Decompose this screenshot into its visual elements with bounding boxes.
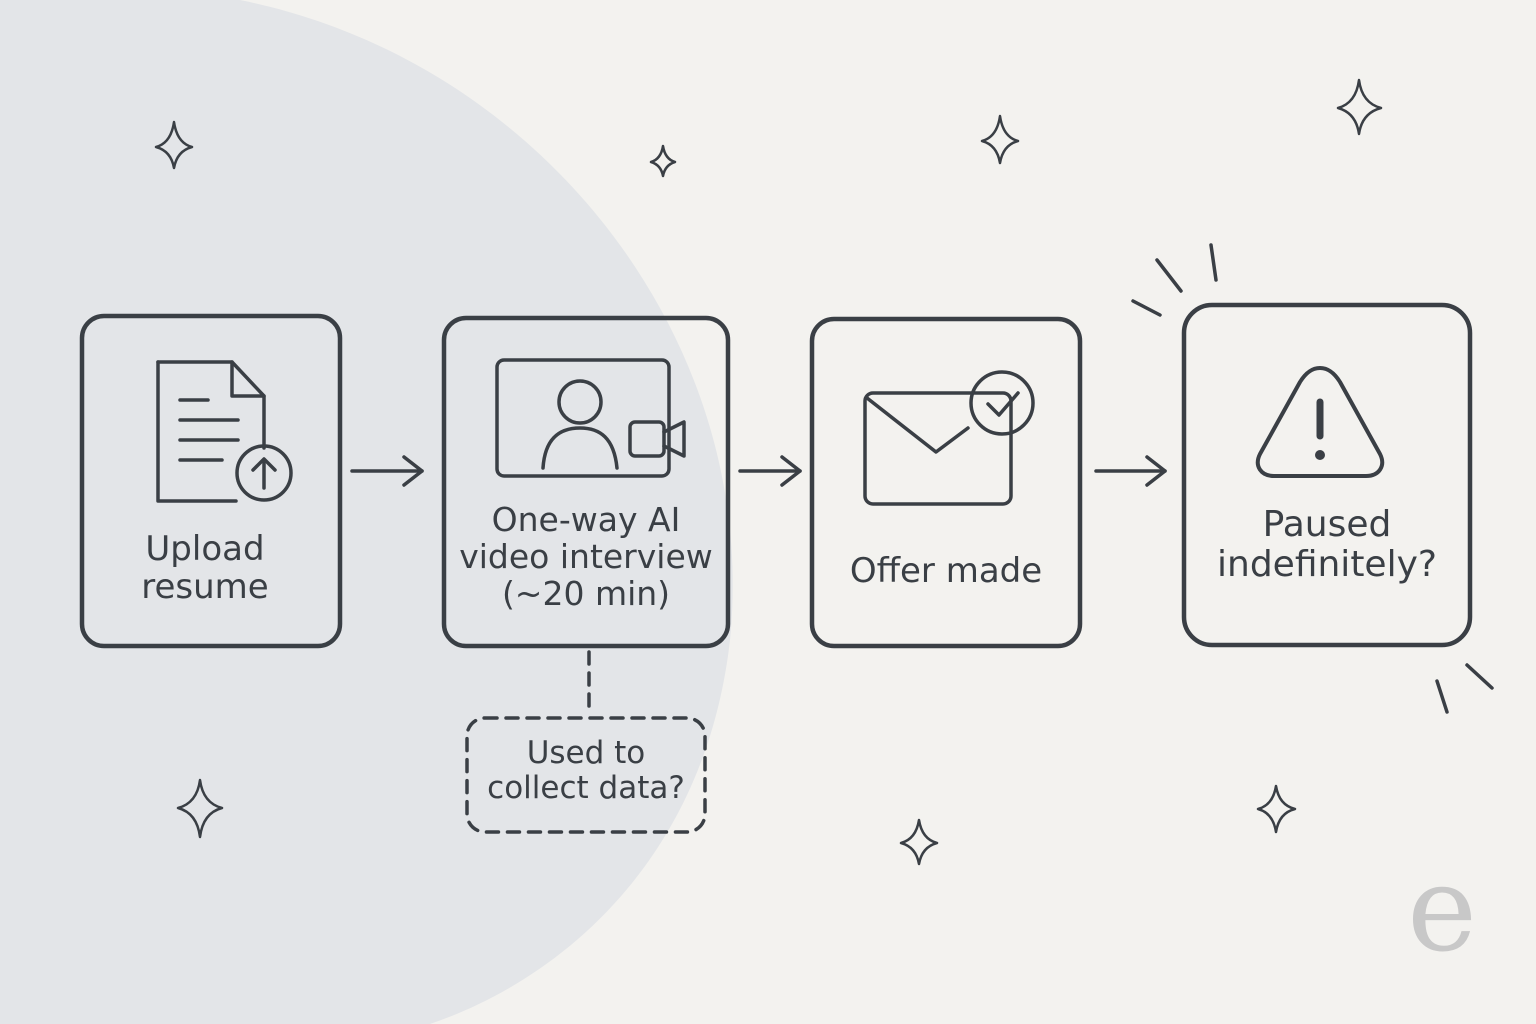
label-line: (~20 min) (501, 573, 671, 613)
step-box-offer (809, 316, 1083, 649)
sparkle-icon (1256, 784, 1297, 834)
label-line: Paused (1262, 504, 1392, 545)
label-line: resume (141, 567, 269, 608)
note-label: Used to collect data? (474, 736, 698, 805)
step-box-paused (1181, 302, 1473, 648)
step-label-upload: Upload resume (100, 530, 310, 606)
step-label-paused: Paused indefinitely? (1192, 504, 1462, 586)
sparkle-icon (1336, 78, 1383, 136)
sparkle-icon (899, 818, 939, 866)
document-upload-icon (156, 360, 293, 503)
emphasis-lines (1131, 243, 1494, 714)
envelope-check-icon (863, 370, 1035, 506)
label-line: collect data? (487, 769, 685, 806)
arrow-right-icon (1094, 455, 1167, 487)
logo-mark: e (1407, 840, 1477, 978)
label-line: Offer made (849, 551, 1043, 591)
step-label-offer: Offer made (822, 552, 1070, 590)
step-box-upload (79, 313, 343, 649)
sparkle-icon (154, 120, 194, 170)
sparkles (154, 78, 1383, 866)
flow-arrows (350, 455, 1167, 487)
label-line: indefinitely? (1217, 544, 1437, 586)
background-blob (0, 0, 733, 1024)
sparkle-icon (649, 144, 677, 178)
arrow-right-icon (738, 455, 802, 487)
warning-icon (1255, 366, 1385, 478)
video-call-icon (495, 358, 686, 478)
sparkle-icon (176, 778, 224, 839)
sparkle-icon (980, 114, 1020, 165)
step-box-interview (441, 315, 731, 649)
label-line: Used to (526, 735, 646, 771)
label-line: Upload (145, 529, 265, 569)
arrow-right-icon (350, 455, 424, 487)
label-line: video interview (459, 536, 713, 576)
step-label-interview: One-way AI video interview (~20 min) (450, 500, 722, 613)
label-line: One-way AI (491, 500, 681, 539)
